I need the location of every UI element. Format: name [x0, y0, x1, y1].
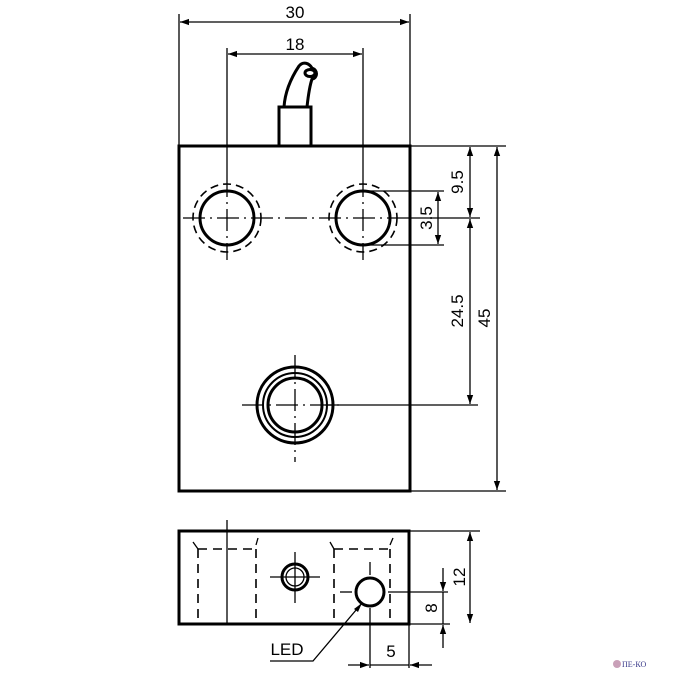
logo: ПЕ-КО: [613, 660, 646, 669]
dim-led-offset: 5: [386, 642, 395, 661]
cable: [277, 61, 318, 148]
svg-text:ПЕ-КО: ПЕ-КО: [622, 660, 646, 669]
side-view: 12 8 5 LED: [177, 520, 480, 669]
sensor-body-side: [177, 529, 411, 626]
mounting-hole-side: [270, 552, 320, 603]
dim-hole-diameter: 3.5: [417, 206, 436, 230]
led-label: LED: [270, 640, 303, 659]
dim-top-to-holes: 9.5: [448, 170, 467, 194]
dim-thickness: 12: [450, 568, 469, 587]
dim-led-height: 8: [422, 603, 441, 612]
led-indicator: [340, 562, 448, 668]
dim-hole-spacing: 18: [286, 35, 305, 54]
dim-holes-to-face: 24.5: [448, 294, 467, 327]
top-view: 30 18 45 9.5 24.5 3.5: [177, 3, 506, 493]
dim-height-total: 45: [475, 309, 494, 328]
dim-width-total: 30: [286, 3, 305, 22]
